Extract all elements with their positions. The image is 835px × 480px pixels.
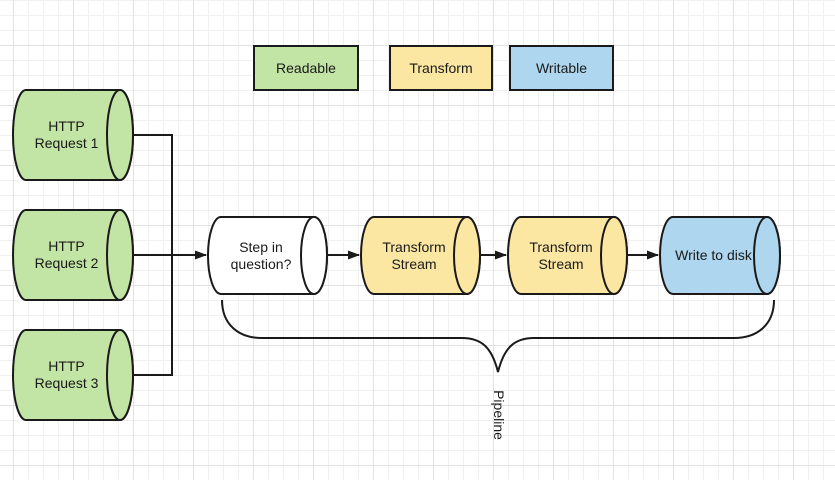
legend-readable[interactable]: Readable [253,45,359,91]
cylinder-transform-stream-2[interactable] [507,216,628,295]
transform-stream-2-label: Transform Stream [529,238,593,272]
cylinder-http-request-2[interactable] [12,209,134,301]
legend-writable-label: Writable [535,60,588,76]
http-request-2-label: HTTP Request 2 [34,238,99,271]
http-request-1-label: HTTP Request 1 [34,118,99,151]
cylinder-http-request-1[interactable] [12,89,134,181]
pipeline-brace[interactable] [221,299,775,373]
http-request-3-label: HTTP Request 3 [34,358,99,391]
legend-transform-label: Transform [409,60,473,76]
legend-writable[interactable]: Writable [509,45,614,91]
cylinder-http-request-3[interactable] [12,329,134,421]
legend-transform[interactable]: Transform [389,45,493,91]
pipeline-annotation: Pipeline [491,390,507,440]
write-to-disk-label: Write to disk [675,247,752,263]
cylinder-step-in-question[interactable] [207,216,328,295]
step-in-question-label: Step in question? [230,238,292,272]
cylinder-transform-stream-1[interactable] [360,216,481,295]
transform-stream-1-label: Transform Stream [382,238,446,272]
cylinder-write-to-disk[interactable] [659,216,781,295]
legend-readable-label: Readable [276,60,336,76]
